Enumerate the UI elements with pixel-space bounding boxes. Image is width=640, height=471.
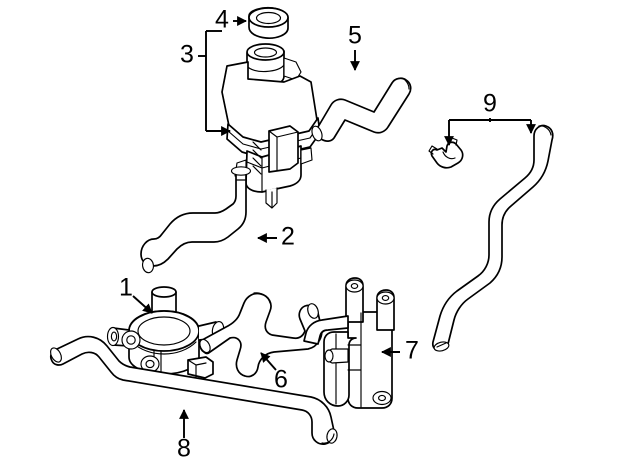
callout-number-7: 7	[405, 337, 419, 365]
part-cooler-bracket	[303, 277, 395, 409]
part-reservoir-tank	[221, 43, 321, 209]
callout-number-8: 8	[177, 435, 191, 463]
part-long-outlet-hose	[49, 335, 338, 445]
part-water-pump	[106, 286, 225, 379]
callout-leader-9	[444, 118, 536, 146]
callout-number-2: 2	[281, 223, 295, 251]
callout-number-3: 3	[180, 41, 194, 69]
part-hose-with-clamp	[431, 124, 554, 352]
callout-leader-6	[260, 352, 277, 371]
callout-leader-1	[132, 295, 153, 314]
callout-number-9: 9	[483, 90, 497, 118]
callout-number-1: 1	[119, 274, 133, 302]
callout-leader-3	[198, 30, 231, 136]
callout-number-6: 6	[274, 366, 288, 394]
part-return-hose	[311, 77, 412, 142]
part-connector-hose	[199, 292, 323, 378]
part-reservoir-cap	[248, 6, 289, 39]
part-inlet-hose	[140, 166, 252, 274]
callout-number-4: 4	[215, 6, 229, 34]
callout-number-5: 5	[348, 22, 362, 50]
